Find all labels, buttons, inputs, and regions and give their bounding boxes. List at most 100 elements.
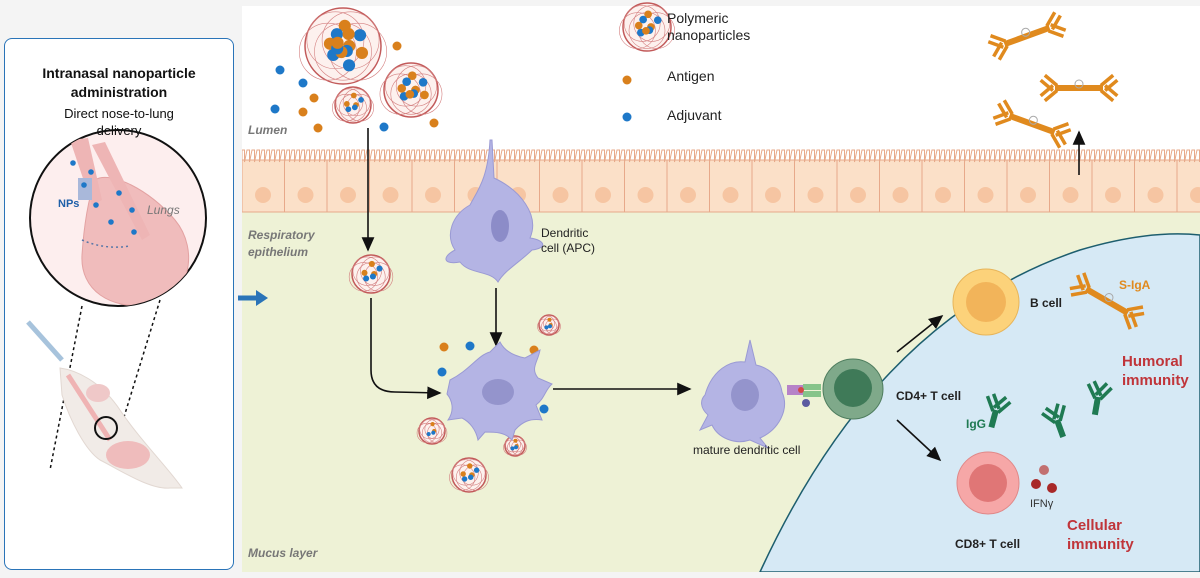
- lymph-region: [759, 233, 1200, 572]
- arrow-to-cd8: [896, 419, 942, 462]
- adjuvant-dot: [622, 112, 632, 122]
- epithelial-cell: [794, 159, 838, 213]
- epithelial-cell: [709, 159, 753, 213]
- epithelial-nucleus: [807, 187, 824, 203]
- epithelial-cell: [1134, 159, 1178, 213]
- epithelial-nucleus: [340, 187, 356, 203]
- panel-np-dot: [131, 229, 137, 235]
- panel-np-dot: [93, 202, 99, 208]
- legend-item-antigen: Antigen: [667, 68, 715, 84]
- epithelium-cells: [242, 149, 1200, 213]
- epithelial-cell: [666, 159, 710, 213]
- dendritic-cell-label: Dendritic cell (APC): [541, 226, 595, 256]
- epithelial-cell: [539, 159, 583, 213]
- siga-label: S-IgA: [1119, 278, 1151, 292]
- epithelial-cell: [581, 159, 625, 213]
- lung-target-circle: [94, 416, 118, 440]
- panel-title-line1: Intranasal nanoparticle: [42, 65, 196, 81]
- epithelial-nucleus: [1020, 187, 1036, 203]
- nanoparticle: [331, 86, 375, 124]
- epithelial-nucleus: [935, 187, 951, 203]
- epithelial-nucleus: [850, 187, 866, 203]
- epithelial-cell: [326, 159, 370, 213]
- epithelial-nucleus: [255, 187, 271, 203]
- panel-subtitle-line2: delivery: [96, 123, 142, 138]
- epithelial-nucleus: [1147, 187, 1164, 203]
- b-cell: [952, 268, 1020, 336]
- dendritic-label-line1: Dendritic: [541, 226, 589, 240]
- epithelial-cell: [1006, 159, 1050, 213]
- bcell-label: B cell: [1030, 296, 1063, 310]
- legend-label-line1: Polymeric: [667, 10, 729, 26]
- epithelial-cell: [284, 159, 328, 213]
- mature-dc-label: mature dendritic cell: [693, 443, 801, 457]
- nanoparticle: [298, 7, 388, 85]
- cilia: [242, 149, 1200, 163]
- humoral-line1: Humoral: [1122, 353, 1183, 370]
- apc-cell: [446, 341, 553, 442]
- humoral-immunity-label: Humoral immunity: [1122, 352, 1189, 390]
- adjuvant-dot: [465, 341, 475, 351]
- epithelial-cell: [624, 159, 668, 213]
- cellular-immunity-label: Cellular immunity: [1067, 516, 1134, 554]
- siga-antibody: [1039, 73, 1119, 103]
- cd4-label: CD4+ T cell: [896, 389, 962, 403]
- lumen-label: Lumen: [248, 123, 288, 137]
- antigen-dot: [309, 93, 319, 103]
- nanoparticle: [348, 254, 394, 294]
- epithelial-nucleus: [1062, 187, 1079, 203]
- igg-antibody: [1041, 403, 1066, 438]
- epithelial-cell: [879, 159, 923, 213]
- epithelial-nucleus: [722, 187, 739, 203]
- epithelial-cell: [921, 159, 965, 213]
- epithelial-cell: [1049, 159, 1093, 213]
- adjuvant-dot: [298, 78, 308, 88]
- adjuvant-dot: [270, 104, 280, 114]
- nanoparticle: [537, 314, 561, 336]
- arrow-to-bcell: [896, 315, 944, 353]
- siga-antibody: [992, 99, 1072, 149]
- panel-title-line2: administration: [70, 84, 168, 100]
- panel-subtitle-line1: Direct nose-to-lung: [64, 106, 174, 121]
- antigen-dot: [439, 342, 449, 352]
- antigen-dot: [298, 107, 308, 117]
- antigen-dot: [622, 75, 632, 85]
- epithelial-cell: [964, 159, 1008, 213]
- epithelial-nucleus: [425, 187, 441, 203]
- epithelial-nucleus: [382, 187, 399, 203]
- epithelial-nucleus: [552, 187, 569, 203]
- epithelial-cell: [836, 159, 880, 213]
- panel-np-dot: [116, 190, 122, 196]
- panel-graphics: [26, 129, 207, 489]
- cd8-label: CD8+ T cell: [955, 537, 1021, 551]
- cd4-t-cell: [822, 358, 884, 420]
- dendritic-cell-apc: [445, 139, 544, 283]
- igg-antibody: [985, 393, 1012, 429]
- epithelial-nucleus: [765, 187, 781, 203]
- siga-antibody: [987, 11, 1067, 61]
- epithelial-nucleus: [680, 187, 696, 203]
- adjuvant-dot: [539, 404, 549, 414]
- cd8-t-cell: [956, 451, 1020, 515]
- epithelial-nucleus: [1105, 187, 1121, 203]
- legend-nanoparticle-icon: [619, 2, 675, 52]
- panel-np-dot: [81, 182, 87, 188]
- epithelial-cell: [242, 159, 285, 213]
- antigen-dot: [429, 118, 439, 128]
- epithelium-label-line1: Respiratory: [248, 228, 315, 242]
- cellular-line2: immunity: [1067, 536, 1134, 553]
- epithelial-cell: [369, 159, 413, 213]
- nanoparticle: [503, 435, 527, 457]
- epithelial-nucleus: [637, 187, 654, 203]
- panel-np-dot: [88, 169, 94, 175]
- panel-np-dot: [70, 160, 76, 166]
- panel-title: Intranasal nanoparticle administration: [4, 64, 234, 102]
- ifng-molecules: [1031, 465, 1057, 493]
- siga-antibody: [1069, 272, 1145, 330]
- legend-item-adjuvant: Adjuvant: [667, 107, 722, 123]
- lungs-label: Lungs: [147, 203, 180, 217]
- nanoparticle: [379, 62, 443, 118]
- panel-np-dot: [129, 207, 135, 213]
- antigen-dot: [392, 41, 402, 51]
